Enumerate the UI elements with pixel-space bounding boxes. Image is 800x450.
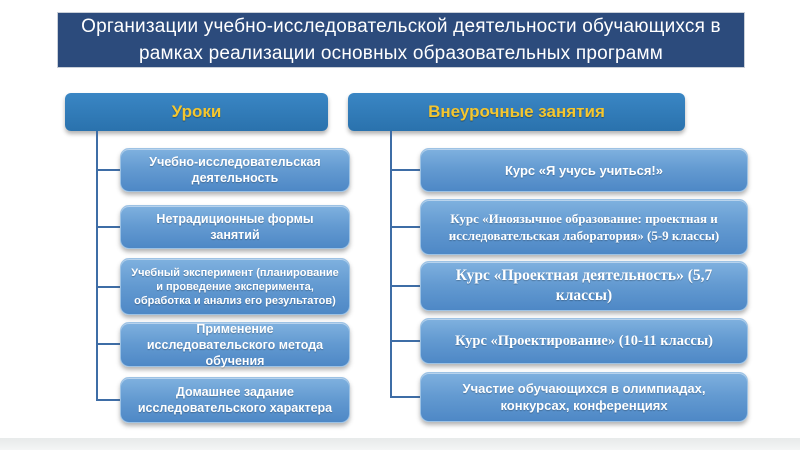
lessons-node-homework-research: Домашнее задание исследовательского хара… [120,377,350,423]
connector-line [390,226,420,228]
connector-line [96,131,98,401]
column-header-extracurricular: Внеурочные занятия [348,93,685,131]
lessons-node-research-method: Применение исследовательского метода обу… [120,322,350,368]
connector-line [96,169,120,171]
connector-line [96,226,120,228]
connector-line [390,340,420,342]
extracurricular-node-learn-to-learn: Курс «Я учусь учиться!» [420,148,748,192]
column-header-lessons: Уроки [65,93,328,131]
connector-line [390,131,392,397]
lessons-node-research-activity: Учебно-исследовательская деятельность [120,148,350,192]
lessons-node-nontraditional-forms: Нетрадиционные формы занятий [120,205,350,249]
connector-line [96,343,120,345]
slide-footer-strip [0,438,800,450]
extracurricular-node-foreign-language-lab: Курс «Иноязычное образование: проектная … [420,199,748,255]
lessons-node-educational-experiment: Учебный эксперимент (планирование и пров… [120,258,350,315]
connector-line [390,169,420,171]
extracurricular-node-olympiads: Участие обучающихся в олимпиадах, конкур… [420,372,748,422]
connector-line [96,399,120,401]
extracurricular-node-designing: Курс «Проектирование» (10-11 классы) [420,318,748,364]
extracurricular-node-project-activity: Курс «Проектная деятельность» (5,7 класс… [420,261,748,311]
connector-line [96,286,120,288]
slide-title: Организации учебно-исследовательской дея… [57,12,745,68]
connector-line [390,285,420,287]
connector-line [390,396,420,398]
